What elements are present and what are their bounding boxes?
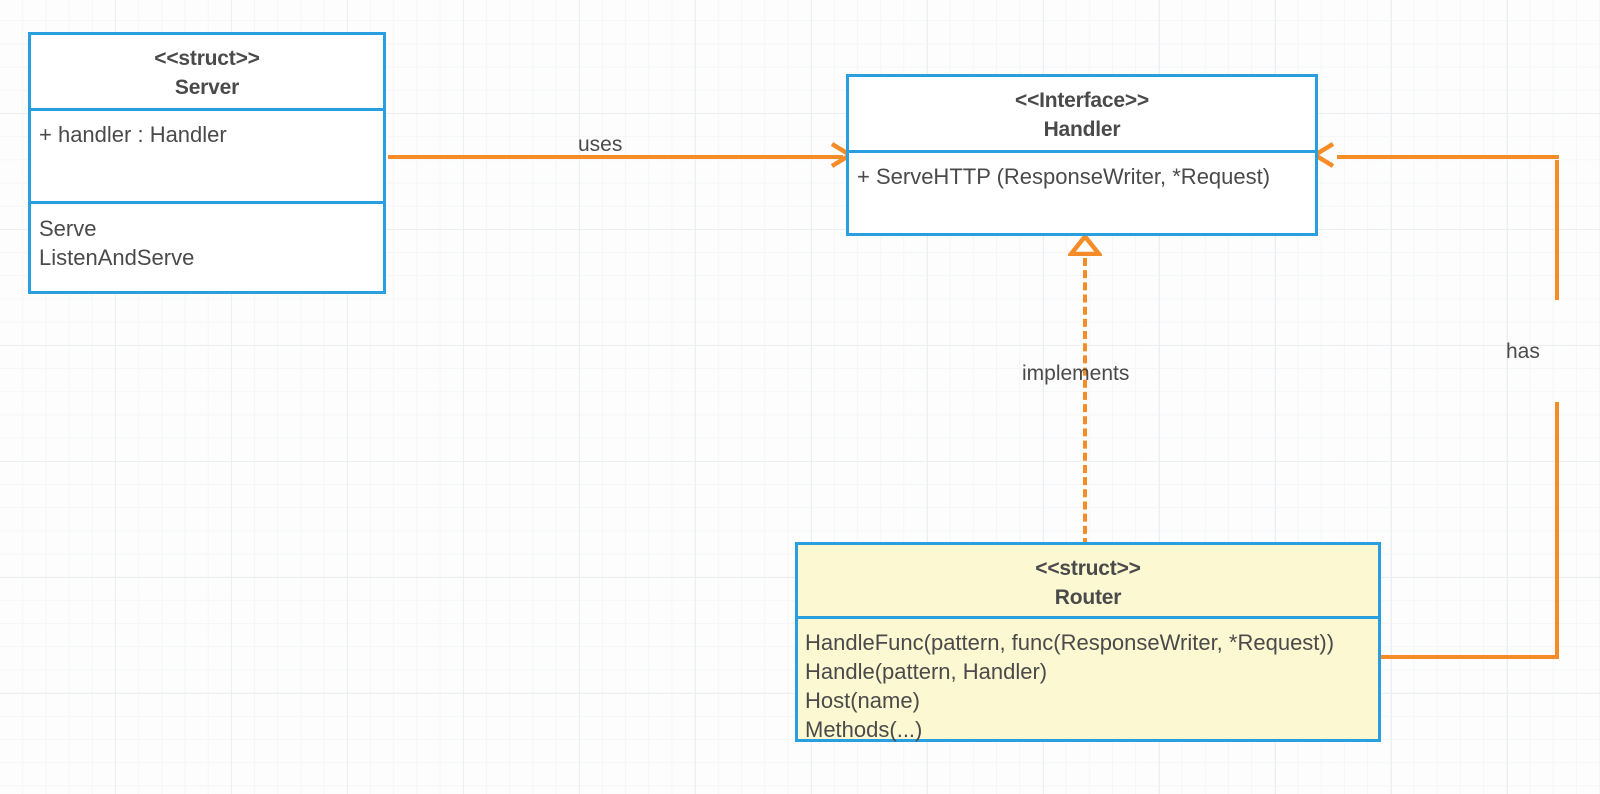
- edge-has-segment-right-lower: [1555, 402, 1559, 657]
- server-header: <<struct>> Server: [31, 35, 383, 108]
- edge-uses-label: uses: [578, 133, 623, 156]
- server-field-handler: + handler : Handler: [39, 122, 227, 147]
- server-stereotype: <<struct>>: [154, 47, 260, 70]
- handler-methods: + ServeHTTP (ResponseWriter, *Request): [849, 150, 1315, 233]
- router-methods: HandleFunc(pattern, func(ResponseWriter,…: [798, 616, 1378, 748]
- server-methods: Serve ListenAndServe: [31, 201, 383, 291]
- handler-method-servehttp: + ServeHTTP (ResponseWriter, *Request): [857, 164, 1271, 189]
- edge-has-label: has: [1506, 340, 1540, 363]
- router-method-host: Host(name): [805, 688, 920, 713]
- router-classname: Router: [1054, 586, 1122, 609]
- server-fields: + handler : Handler: [31, 108, 383, 201]
- router-stereotype: <<struct>>: [1035, 557, 1141, 580]
- edge-implements-arrowhead-icon: [1068, 234, 1102, 256]
- uml-class-handler[interactable]: <<Interface>> Handler + ServeHTTP (Respo…: [846, 74, 1318, 236]
- server-method-serve: Serve: [39, 216, 97, 241]
- handler-header: <<Interface>> Handler: [849, 77, 1315, 150]
- edge-uses-line: [388, 155, 843, 159]
- edge-has-segment-bottom: [1379, 655, 1559, 659]
- router-method-methods: Methods(...): [805, 717, 923, 742]
- handler-classname: Handler: [1043, 118, 1121, 141]
- server-classname: Server: [174, 76, 240, 99]
- server-method-listenandserve: ListenAndServe: [39, 245, 195, 270]
- handler-stereotype: <<Interface>>: [1015, 89, 1149, 112]
- edge-has-segment-right-upper: [1555, 160, 1559, 300]
- router-method-handlefunc: HandleFunc(pattern, func(ResponseWriter,…: [805, 630, 1335, 655]
- uml-class-server[interactable]: <<struct>> Server + handler : Handler Se…: [28, 32, 386, 294]
- edge-implements-label: implements: [1022, 362, 1130, 385]
- router-header: <<struct>> Router: [798, 545, 1378, 616]
- edge-implements-line: [1083, 258, 1087, 546]
- router-method-handle: Handle(pattern, Handler): [805, 659, 1048, 684]
- uml-class-router[interactable]: <<struct>> Router HandleFunc(pattern, fu…: [795, 542, 1381, 742]
- edge-has-segment-top: [1337, 155, 1559, 159]
